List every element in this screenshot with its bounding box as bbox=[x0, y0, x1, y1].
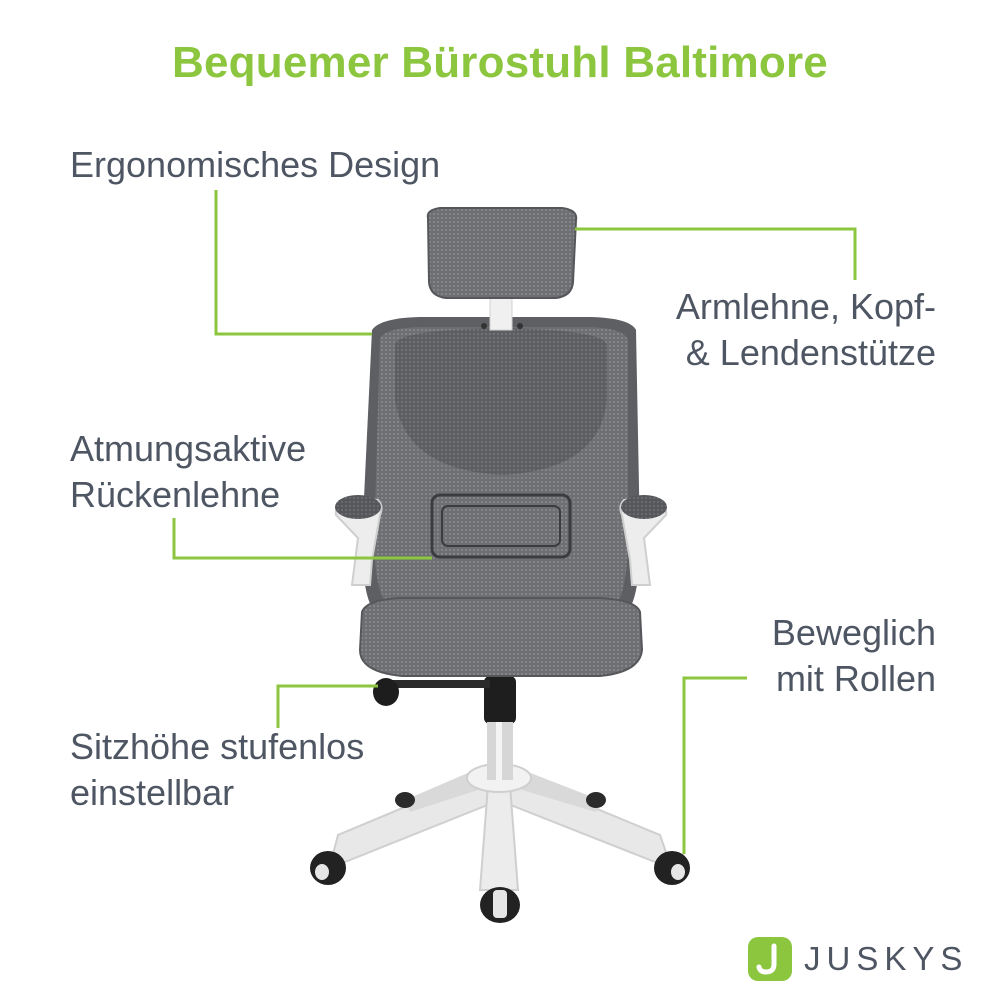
feature-armrest-line-1: Armlehne, Kopf- bbox=[675, 286, 936, 327]
height-lever bbox=[373, 678, 490, 706]
wheel-back-left bbox=[395, 792, 415, 808]
brand-logo: JUSKYS bbox=[748, 936, 968, 982]
page-title: Bequemer Bürostuhl Baltimore bbox=[172, 38, 828, 87]
feature-wheels-line-2: mit Rollen bbox=[775, 658, 936, 699]
feature-breathable-backrest: Atmungsaktive Rückenlehne bbox=[70, 426, 306, 518]
wheel-right bbox=[654, 851, 690, 885]
wheel-center bbox=[480, 887, 520, 923]
feature-backrest-line-1: Atmungsaktive bbox=[70, 428, 307, 469]
seat bbox=[358, 597, 644, 677]
callout-wheels bbox=[682, 676, 747, 854]
callout-height bbox=[276, 684, 378, 728]
headrest bbox=[426, 207, 578, 331]
backrest bbox=[362, 317, 640, 618]
wheel-left bbox=[310, 851, 346, 885]
callout-lines bbox=[172, 190, 857, 854]
feature-height-line-1: Sitzhöhe stufenlos bbox=[70, 726, 365, 767]
feature-armrest-headrest: Armlehne, Kopf- & Lendenstütze bbox=[676, 284, 936, 376]
feature-height-line-2: einstellbar bbox=[70, 772, 235, 813]
feature-seat-height: Sitzhöhe stufenlos einstellbar bbox=[70, 724, 364, 816]
feature-wheels: Beweglich mit Rollen bbox=[772, 610, 936, 702]
feature-armrest-line-2: & Lendenstütze bbox=[685, 332, 936, 373]
callout-ergonomic bbox=[214, 190, 372, 336]
wheel-back-right bbox=[586, 792, 606, 808]
j-letter-icon bbox=[756, 943, 777, 975]
feature-ergonomic-design: Ergonomisches Design bbox=[70, 142, 440, 188]
gas-cylinder bbox=[484, 676, 516, 780]
armrest-left bbox=[334, 495, 383, 586]
feature-wheels-line-1: Beweglich bbox=[771, 612, 936, 653]
feature-ergonomic-line-1: Ergonomisches Design bbox=[70, 144, 441, 185]
brand-name: JUSKYS bbox=[804, 940, 969, 977]
callout-backrest bbox=[172, 518, 432, 560]
chair-base bbox=[330, 763, 670, 891]
brand-logo-mark bbox=[748, 937, 792, 981]
armrest-right bbox=[619, 495, 668, 586]
feature-backrest-line-2: Rückenlehne bbox=[70, 474, 281, 515]
chair-wheels bbox=[310, 792, 690, 923]
callout-armrest bbox=[575, 227, 857, 280]
